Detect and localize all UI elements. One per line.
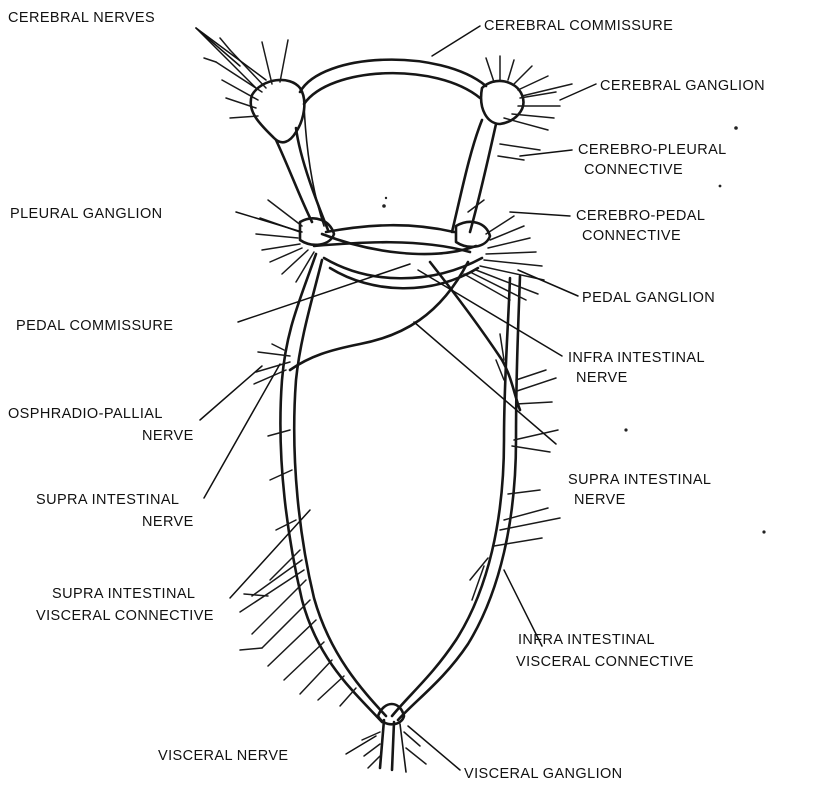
label-supra-intestinal-nerve-right-2: NERVE — [574, 492, 626, 508]
label-infra-intestinal-nerve-2: NERVE — [576, 370, 628, 386]
labels: CEREBRAL NERVES CEREBRAL COMMISSURE CERE… — [8, 10, 765, 782]
nerve-structure — [251, 60, 524, 772]
label-visceral-nerve: VISCERAL NERVE — [158, 748, 289, 764]
label-supra-intestinal-visceral-connective: VISCERAL CONNECTIVE — [36, 608, 214, 624]
label-infra-intestinal-visceral-connective: VISCERAL CONNECTIVE — [516, 654, 694, 670]
label-cerebral-ganglion: CEREBRAL GANGLION — [600, 78, 765, 94]
label-cerebro-pedal: CEREBRO-PEDAL — [576, 208, 705, 224]
cross-connective-a — [314, 242, 470, 252]
label-cerebro-pleural: CEREBRO-PLEURAL — [578, 142, 727, 158]
label-osphradio-pallial-2: NERVE — [142, 428, 194, 444]
label-cerebro-pedal-connective: CONNECTIVE — [582, 228, 681, 244]
visceral-nerve-stem-c — [400, 724, 406, 772]
label-cerebral-nerves: CEREBRAL NERVES — [8, 10, 155, 26]
label-cerebro-pleural-connective: CONNECTIVE — [584, 162, 683, 178]
label-pedal-commissure: PEDAL COMMISSURE — [16, 318, 173, 334]
label-supra-intestinal-nerve-left: SUPRA INTESTINAL — [36, 492, 179, 508]
supra-intestinal-visceral-connective-inner — [294, 260, 386, 716]
label-supra-intestinal-visceral: SUPRA INTESTINAL — [52, 586, 195, 602]
label-pedal-ganglion: PEDAL GANGLION — [582, 290, 715, 306]
label-visceral-ganglion: VISCERAL GANGLION — [464, 766, 623, 782]
label-cerebral-commissure: CEREBRAL COMMISSURE — [484, 18, 673, 34]
right-cerebral-ganglion — [481, 81, 523, 124]
left-connective-inner — [304, 104, 324, 226]
visceral-ganglion-shape — [378, 704, 404, 724]
cerebral-commissure — [300, 60, 486, 92]
label-infra-intestinal-visceral: INFRA INTESTINAL — [518, 632, 655, 648]
label-infra-intestinal-nerve: INFRA INTESTINAL — [568, 350, 705, 366]
label-pleural-ganglion: PLEURAL GANGLION — [10, 206, 163, 222]
inner-ring — [326, 225, 454, 232]
right-cerebro-pedal-connective — [452, 120, 482, 232]
visceral-nerve-stem-b — [392, 722, 394, 770]
label-supra-intestinal-nerve-left-2: NERVE — [142, 514, 194, 530]
label-osphradio-pallial: OSPHRADIO-PALLIAL — [8, 406, 163, 422]
pedal-commissure — [324, 258, 482, 278]
label-supra-intestinal-nerve-right: SUPRA INTESTINAL — [568, 472, 711, 488]
cerebral-commissure-inner — [304, 73, 480, 104]
